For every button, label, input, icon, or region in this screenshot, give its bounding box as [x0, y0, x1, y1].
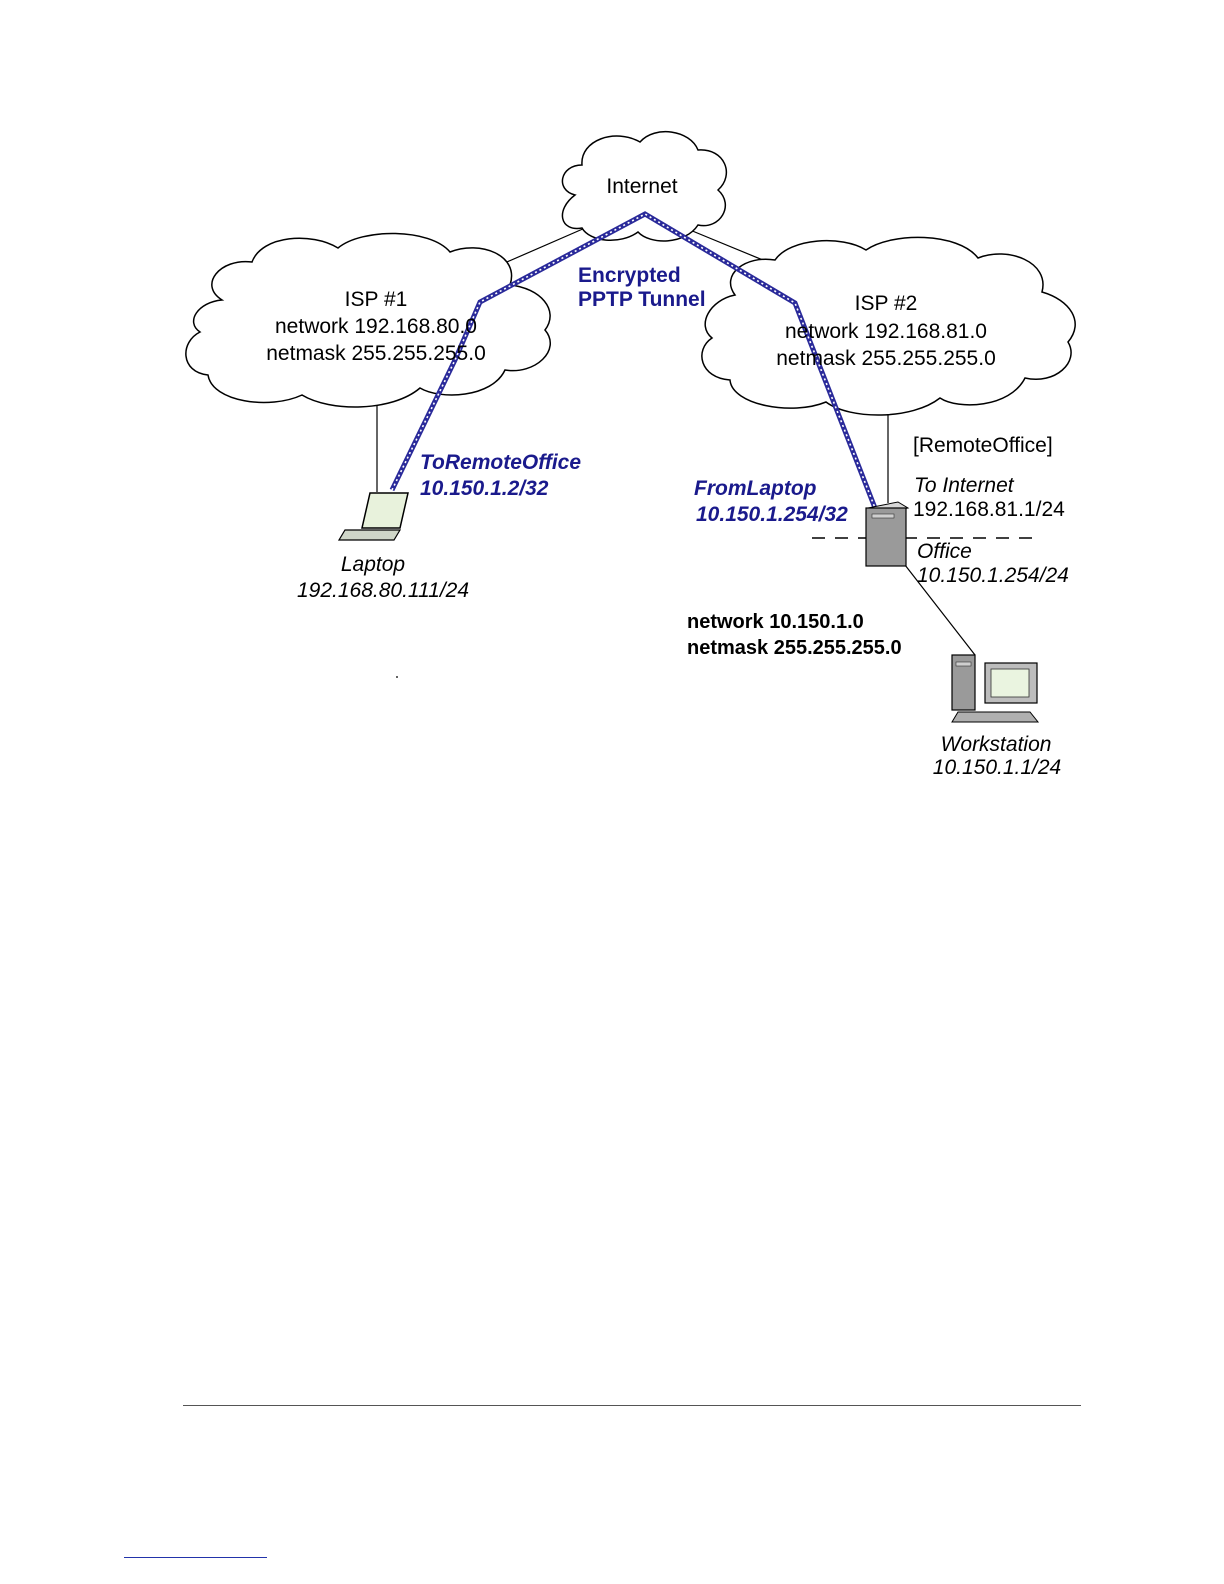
- workstation-name: Workstation: [941, 733, 1052, 756]
- isp2-network: network 192.168.81.0: [785, 320, 987, 343]
- router-name: [RemoteOffice]: [913, 434, 1053, 457]
- isp1-network: network 192.168.80.0: [275, 315, 477, 338]
- laptop-name: Laptop: [341, 553, 405, 576]
- tunnel-label-line1: Encrypted: [578, 264, 681, 287]
- from-laptop-name: FromLaptop: [694, 477, 817, 500]
- laptop-icon: [337, 492, 409, 541]
- internet-cloud-icon: [561, 131, 728, 242]
- to-remote-office-ip: 10.150.1.2/32: [420, 477, 549, 500]
- isp1-title: ISP #1: [345, 288, 408, 311]
- workstation-icon: [951, 654, 1040, 723]
- footer-divider: [183, 1405, 1081, 1406]
- isp1-internet-link: [499, 227, 586, 266]
- internet-label: Internet: [606, 175, 677, 198]
- router-office-interface: Office: [917, 540, 972, 563]
- stray-dot: [396, 676, 398, 678]
- isp1-netmask: netmask 255.255.255.0: [266, 342, 486, 365]
- router-internet-ip: 192.168.81.1/24: [913, 498, 1065, 521]
- router-office-ip: 10.150.1.254/24: [917, 564, 1069, 587]
- from-laptop-ip: 10.150.1.254/32: [696, 503, 848, 526]
- to-remote-office-name: ToRemoteOffice: [420, 451, 581, 474]
- isp2-cloud-icon: [701, 236, 1076, 416]
- laptop-ip: 192.168.80.111/24: [297, 579, 469, 602]
- footer-link-underline[interactable]: [124, 1557, 267, 1558]
- isp2-netmask: netmask 255.255.255.0: [776, 347, 996, 370]
- isp2-title: ISP #2: [855, 292, 918, 315]
- server-icon: [865, 501, 910, 567]
- tunnel-label-line2: PPTP Tunnel: [578, 288, 706, 311]
- isp1-cloud-icon: [185, 232, 551, 408]
- router-internet-interface: To Internet: [914, 474, 1015, 497]
- office-network: network 10.150.1.0: [687, 611, 864, 633]
- router-workstation-link: [904, 564, 976, 656]
- encrypted-tunnel-line-inner: [391, 213, 876, 509]
- workstation-ip: 10.150.1.1/24: [933, 756, 1061, 779]
- office-netmask: netmask 255.255.255.0: [687, 637, 902, 659]
